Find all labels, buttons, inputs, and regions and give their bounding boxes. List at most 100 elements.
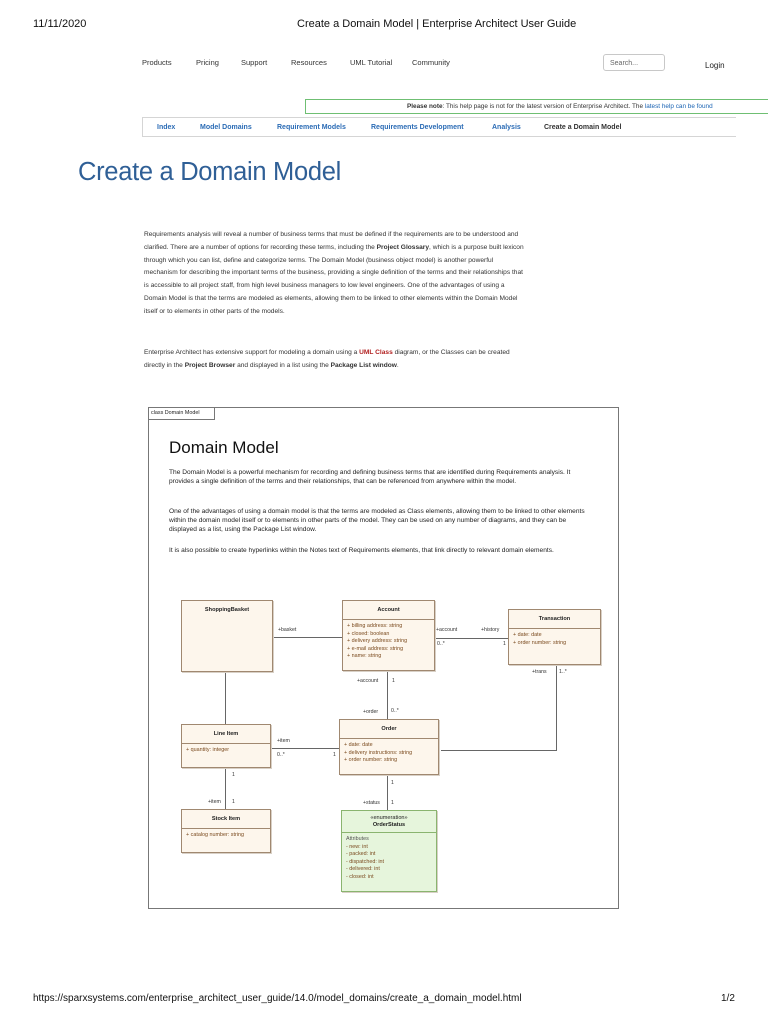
print-page-number: 1/2 [721,993,735,1004]
diagram-frame-tab: class Domain Model [149,408,215,420]
class-name: Order [381,726,397,732]
role-label: +item [208,799,221,805]
class-divider [342,832,436,833]
class-divider [509,628,600,629]
note-text: : This help page is not for the latest v… [442,103,645,110]
multiplicity-label: 0..* [277,752,285,758]
breadcrumb-requirements-development[interactable]: Requirements Development [371,124,464,131]
diagram-note-p2: One of the advantages of using a domain … [169,508,585,534]
attribute: + e-mail address: string [347,645,404,652]
intro-paragraph: Requirements analysis will reveal a numb… [144,229,524,319]
breadcrumb: Index Model Domains Requirement Models R… [142,117,736,137]
diagram-note-p3: It is also possible to create hyperlinks… [169,547,554,554]
role-label: +basket [278,627,297,633]
print-url: https://sparxsystems.com/enterprise_arch… [33,993,522,1004]
connector-basket-lineitem [225,671,226,724]
package-list-window-term: Package List window [330,361,397,369]
attributes-heading: Attributes [346,836,369,842]
multiplicity-label: 0..* [437,641,445,647]
class-attributes: + catalog number: string [182,829,270,843]
role-label: +history [481,627,500,633]
nav-community[interactable]: Community [412,58,450,67]
breadcrumb-model-domains[interactable]: Model Domains [200,124,252,131]
diagram-title: Domain Model [169,438,279,457]
class-name: Account [377,607,400,613]
multiplicity-label: 1 [503,641,506,647]
multiplicity-label: 1..* [559,669,567,675]
attribute: + delivery address: string [347,638,408,645]
project-glossary-term: Project Glossary [376,243,430,251]
attribute: + order number: string [513,639,567,646]
project-browser-term: Project Browser [184,361,236,369]
attribute: + order number: string [344,757,398,764]
breadcrumb-current-page: Create a Domain Model [544,124,622,131]
role-label: +trans [532,669,547,675]
attribute: + date: date [513,632,542,638]
uml-class-link[interactable]: UML Class [359,349,393,356]
connector-order-orderstatus [387,774,388,810]
version-note-banner: Please note: This help page is not for t… [305,99,768,114]
class-stereotype: «enumeration» [370,815,408,821]
multiplicity-label: 1 [232,799,235,805]
multiplicity-label: 1 [333,752,336,758]
literal: - delivered: int [346,866,380,873]
class-order[interactable]: Order + date: date + delivery instructio… [339,719,439,775]
class-shopping-basket[interactable]: ShoppingBasket [181,600,273,672]
page-title: Create a Domain Model [78,158,341,186]
nav-support[interactable]: Support [241,58,268,67]
breadcrumb-index[interactable]: Index [157,124,176,131]
attribute: + name: string [347,653,382,660]
domain-model-diagram: class Domain Model Domain Model The Doma… [148,407,619,909]
class-attributes: + date: date + order number: string [509,629,600,650]
role-label: +order [363,709,379,715]
class-attributes: + date: date + delivery instructions: st… [340,739,438,768]
attribute: + quantity: integer [186,747,230,753]
connector-account-transaction [434,638,508,639]
intro-text-a: Requirements analysis will reveal a numb… [144,231,519,251]
connector-transaction-vertical [556,664,557,750]
class-attributes: Attributes - new: int - packed: int - di… [342,833,436,885]
breadcrumb-requirement-models[interactable]: Requirement Models [277,124,346,131]
class-name: Stock Item [211,816,241,822]
multiplicity-label: 0..* [391,708,399,714]
print-date: 11/11/2020 [33,18,87,30]
multiplicity-label: 1 [391,800,394,806]
nav-uml-tutorial[interactable]: UML Tutorial [350,58,393,67]
literal: - packed: int [346,851,376,858]
class-divider [343,619,434,620]
class-name: OrderStatus [372,822,406,828]
role-label: +item [277,738,290,744]
class-divider [340,738,438,739]
multiplicity-label: 1 [391,780,394,786]
class-line-item[interactable]: Line Item + quantity: integer [181,724,271,768]
class-stock-item[interactable]: Stock Item + catalog number: string [181,809,271,853]
breadcrumb-analysis[interactable]: Analysis [492,124,521,131]
diagram-note-p1: The Domain Model is a powerful mechanism… [169,469,571,486]
connector-lineitem-stockitem [225,767,226,809]
class-attributes: + quantity: integer [182,744,270,758]
class-transaction[interactable]: Transaction + date: date + order number:… [508,609,601,665]
class-account[interactable]: Account + billing address: string + clos… [342,600,435,671]
attribute: + catalog number: string [186,832,244,838]
support-text-g: . [396,361,399,369]
nav-resources[interactable]: Resources [291,58,327,67]
latest-help-link[interactable]: latest help can be found [644,103,713,110]
connector-basket-account [272,637,343,638]
login-link[interactable]: Login [705,61,725,70]
class-order-status[interactable]: «enumeration» OrderStatus Attributes - n… [341,810,437,892]
nav-products[interactable]: Products [142,58,172,67]
search-input[interactable]: Search... [603,54,665,71]
multiplicity-label: 1 [392,678,395,684]
support-paragraph: Enterprise Architect has extensive suppo… [144,347,524,373]
class-name: Line Item [213,731,239,737]
role-label: +account [357,678,379,684]
support-text-a: Enterprise Architect has extensive suppo… [144,349,360,356]
class-name: Transaction [538,616,571,622]
role-label: +account [436,627,458,633]
literal: - new: int [346,843,368,850]
support-text-e: and displayed in a list using the [235,361,331,369]
attribute: + delivery instructions: string [344,749,413,756]
intro-text-c: , which is a purpose built lexicon throu… [144,243,524,315]
nav-pricing[interactable]: Pricing [196,58,219,67]
literal: - dispatched: int [346,858,385,865]
